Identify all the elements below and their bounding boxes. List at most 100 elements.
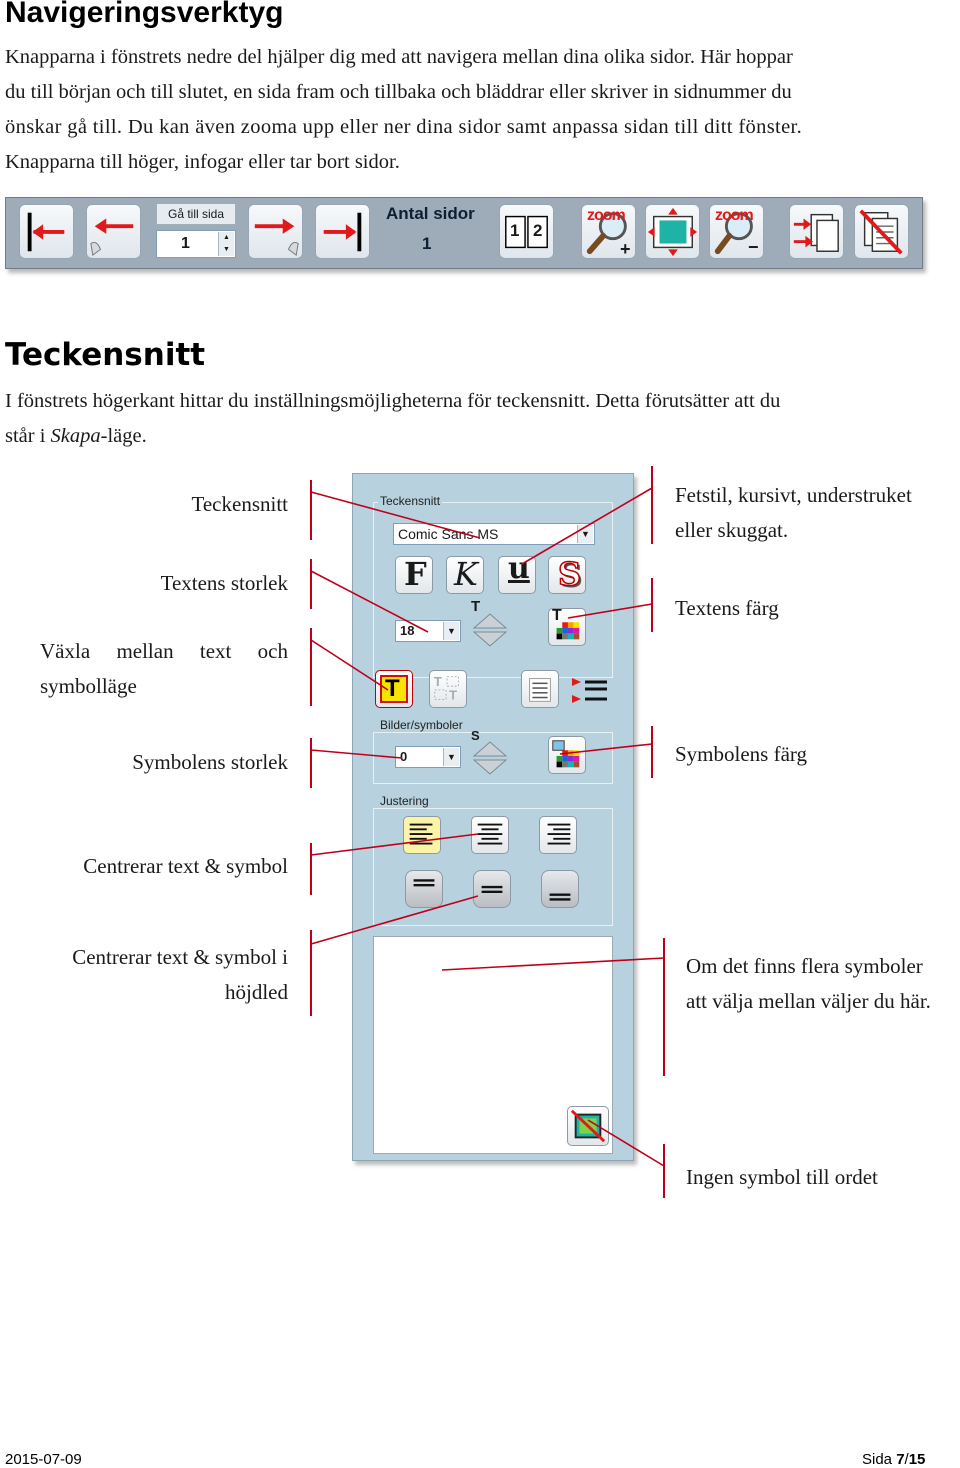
label-style-buttons-line2: eller skuggat. [675, 518, 789, 542]
zoom-out-icon [714, 212, 753, 255]
align-center-icon [477, 823, 503, 845]
text-color-icon [556, 622, 580, 640]
bold-icon: F [404, 555, 427, 593]
footer-page-number: Sida 7/15 [862, 1451, 925, 1468]
label-center-align: Centrerar text & symbol [83, 854, 288, 878]
label-no-symbol: Ingen symbol till ordet [686, 1165, 878, 1189]
font-group-title: Teckensnitt [378, 494, 443, 508]
insert-line-icon [572, 678, 607, 703]
symbol-color-button[interactable] [548, 736, 586, 774]
italic-button[interactable]: K [446, 555, 484, 594]
callout-bar [651, 726, 653, 778]
callout-bar [310, 628, 312, 706]
zoom-plus-sign: + [620, 239, 631, 259]
symbol-size-value: 0 [400, 749, 408, 764]
page-count-value: 1 [422, 234, 432, 253]
nav-paragraph-line: Knapparna till höger, infogar eller tar … [5, 151, 400, 173]
footer-page-prefix: Sida [862, 1451, 897, 1468]
callout-bar [663, 938, 665, 1076]
symbol-mode-icon: T T [434, 674, 459, 702]
insert-page-button[interactable] [789, 204, 844, 259]
label-symbol-color: Symbolens färg [675, 742, 808, 766]
symbol-mode-button[interactable]: T T [429, 670, 467, 708]
footer-page-separator: / [904, 1451, 909, 1468]
two-page-right-number: 2 [533, 221, 543, 240]
footer-page-total: 15 [908, 1451, 926, 1468]
callout-bar [651, 578, 653, 632]
font-name-value: Comic Sans MS [398, 526, 499, 542]
callout-bar [651, 466, 653, 544]
font-section-title: Teckensnitt [5, 337, 206, 373]
insert-line-button[interactable] [569, 670, 609, 708]
goto-page-label: Gå till sida [156, 203, 236, 225]
text-mode-icon: T [385, 675, 400, 702]
label-toggle-mode: Växla mellan text och [40, 634, 288, 669]
nav-paragraph: Knapparna i fönstrets nedre del hjälper … [5, 40, 802, 180]
list-view-button[interactable] [521, 670, 559, 708]
fit-to-window-button[interactable] [645, 204, 700, 259]
text-color-button[interactable]: T [548, 607, 586, 646]
font-size-stepper[interactable]: T [471, 598, 509, 648]
two-page-view-button[interactable]: 1 2 [499, 204, 554, 259]
font-name-select[interactable]: Comic Sans MS ▼ [393, 523, 595, 545]
valign-middle-button[interactable] [473, 870, 511, 908]
zoom-out-text: zoom [715, 207, 754, 224]
font-paragraph-line: står i Skapa-läge. [5, 419, 780, 454]
shadow-button[interactable]: S [548, 554, 586, 594]
nav-paragraph-line: Knapparna i fönstrets nedre del hjälper … [5, 46, 793, 68]
font-size-select[interactable]: 18 ▼ [395, 620, 461, 642]
align-right-button[interactable] [539, 816, 577, 854]
no-symbol-button[interactable] [567, 1106, 609, 1146]
valign-bottom-icon [549, 893, 571, 901]
symbol-color-icon [552, 740, 580, 768]
delete-page-button[interactable] [854, 204, 909, 259]
italic-icon: K [454, 555, 478, 593]
callout-bar [310, 843, 312, 895]
font-size-value: 18 [400, 623, 415, 638]
align-left-button[interactable] [403, 816, 441, 854]
goto-page-spinner[interactable]: ▲▼ [218, 232, 234, 256]
label-symbol-choice: Om det finns flera symboler [686, 954, 923, 978]
nav-paragraph-line: du till början och till slutet, en sida … [5, 81, 792, 103]
text-symbol-mode-toggle[interactable]: T [375, 670, 413, 708]
page-count-label: Antal sidor [386, 204, 475, 223]
align-left-icon [409, 823, 433, 845]
zoom-in-button[interactable]: zoom + [581, 204, 636, 259]
navigation-toolbar: Gå till sida 1 ▲▼ Antal sidor 1 1 2 [5, 197, 923, 269]
footer-date: 2015-07-09 [5, 1451, 82, 1468]
callout-bar [310, 480, 312, 540]
symbol-group-title: Bilder/symboler [378, 718, 465, 732]
valign-top-button[interactable] [405, 870, 443, 908]
zoom-in-text: zoom [587, 207, 626, 224]
last-page-icon [323, 212, 362, 252]
font-paragraph-text: -läge. [100, 425, 147, 447]
chevron-down-icon: ▼ [577, 525, 593, 543]
previous-page-button[interactable] [86, 204, 141, 259]
align-right-icon [547, 823, 571, 845]
symbol-size-stepper[interactable]: S [471, 728, 509, 776]
underline-button[interactable]: u [498, 551, 536, 594]
callout-bar [310, 559, 312, 609]
bold-button[interactable]: F [395, 555, 433, 594]
label-vertical-align: Centrerar text & symbol i [72, 945, 288, 969]
label-text-size: Textens storlek [160, 571, 288, 595]
arrow-left-page-icon [90, 218, 134, 256]
goto-page-input[interactable]: 1 ▲▼ [156, 230, 236, 258]
valign-middle-icon [481, 885, 503, 894]
font-settings-panel: Teckensnitt Comic Sans MS ▼ F K u S 18 ▼… [352, 473, 634, 1161]
label-font: Teckensnitt [191, 492, 289, 516]
arrow-right-page-icon [254, 218, 299, 256]
alignment-group-title: Justering [378, 794, 431, 808]
next-page-button[interactable] [248, 204, 303, 259]
symbol-size-select[interactable]: 0 ▼ [395, 746, 461, 768]
align-center-button[interactable] [471, 816, 509, 854]
label-toggle-word: mellan [116, 639, 174, 663]
last-page-button[interactable] [315, 204, 370, 259]
first-page-button[interactable] [19, 204, 74, 259]
text-color-t-letter: T [552, 607, 562, 624]
svg-text:T: T [434, 674, 442, 689]
valign-bottom-button[interactable] [541, 870, 579, 908]
label-symbol-choice-line2: att välja mellan väljer du här. [686, 989, 931, 1013]
zoom-out-button[interactable]: zoom − [709, 204, 764, 259]
zoom-in-icon [586, 212, 627, 255]
